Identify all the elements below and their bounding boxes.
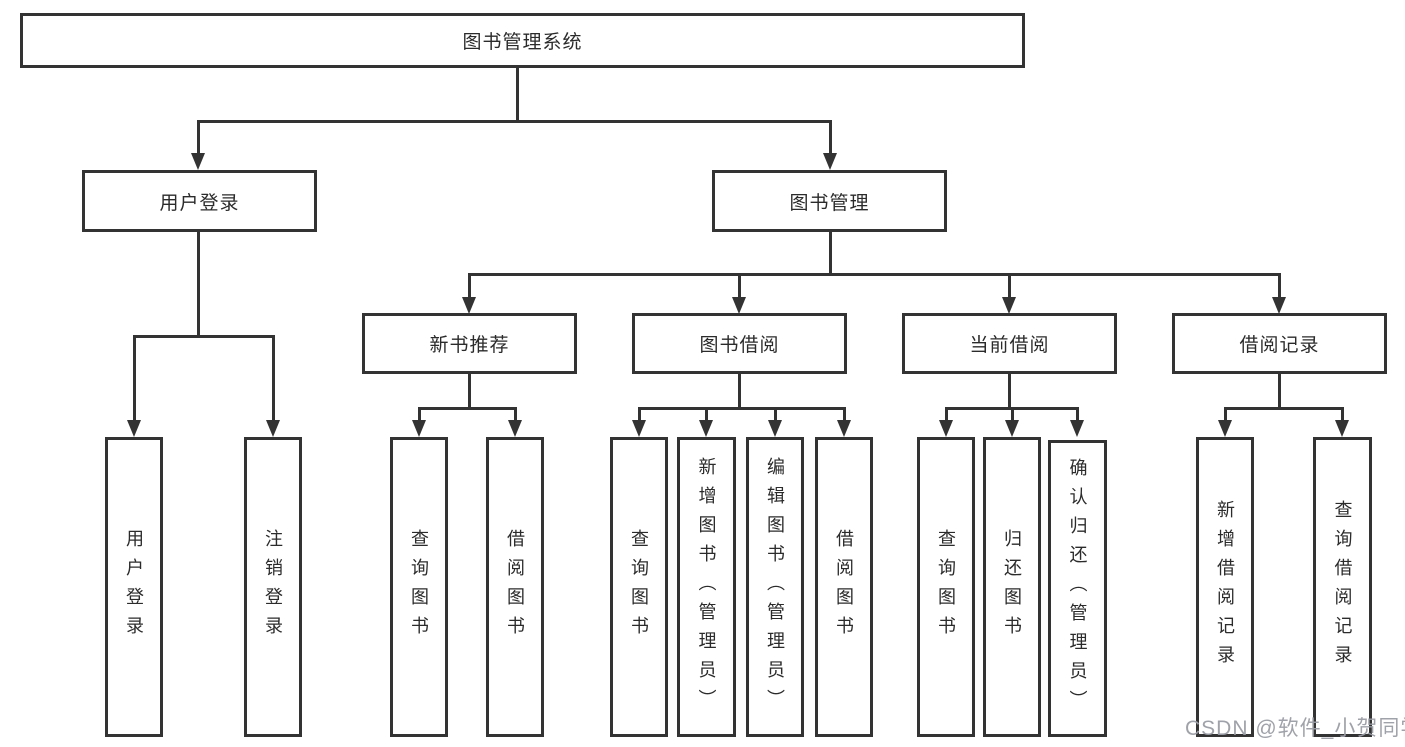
connector-line: [197, 230, 200, 338]
leaf-nb-search-label: 查询图书: [409, 529, 429, 645]
connector-line: [829, 230, 832, 276]
connector-line: [638, 407, 641, 424]
arrowhead-icon: [632, 420, 646, 437]
connector-line: [638, 407, 846, 410]
arrowhead-icon: [1005, 420, 1019, 437]
node-borrow-records-label: 借阅记录: [1239, 335, 1320, 356]
leaf-bb-edit-label: 编辑图书（管理员）: [765, 456, 785, 718]
connector-line: [1224, 407, 1227, 424]
connector-line: [514, 407, 517, 424]
arrowhead-icon: [462, 297, 476, 314]
connector-line: [1011, 407, 1014, 424]
leaf-br-search-label: 查询借阅记录: [1332, 500, 1353, 674]
connector-line: [945, 407, 948, 424]
arrowhead-icon: [732, 297, 746, 314]
leaf-bb-edit-box: 编辑图书（管理员）: [746, 437, 804, 737]
arrowhead-icon: [1218, 420, 1232, 437]
connector-line: [738, 372, 741, 410]
connector-line: [1278, 372, 1281, 410]
leaf-user-login-box: 用户登录: [105, 437, 163, 737]
connector-line: [197, 120, 200, 156]
node-user-login-box: 用户登录: [82, 170, 317, 232]
leaf-br-add-box: 新增借阅记录: [1196, 437, 1254, 737]
leaf-nb-borrow-box: 借阅图书: [486, 437, 544, 737]
leaf-bb-borrow-box: 借阅图书: [815, 437, 873, 737]
node-book-mgmt-box: 图书管理: [712, 170, 947, 232]
node-new-books-box: 新书推荐: [362, 313, 577, 374]
connector-line: [468, 273, 471, 300]
leaf-nb-search-box: 查询图书: [390, 437, 448, 737]
connector-line: [272, 335, 275, 424]
leaf-cb-confirm-label: 确认归还（管理员）: [1067, 458, 1088, 719]
node-borrow-records-box: 借阅记录: [1172, 313, 1387, 374]
leaf-cb-return-label: 归还图书: [1002, 529, 1022, 645]
leaf-logout-label: 注销登录: [263, 529, 283, 645]
connector-line: [133, 335, 275, 338]
leaf-bb-add-box: 新增图书（管理员）: [677, 437, 736, 737]
connector-line: [468, 372, 471, 410]
connector-line: [197, 120, 832, 123]
arrowhead-icon: [1002, 297, 1016, 314]
arrowhead-icon: [1272, 297, 1286, 314]
connector-line: [738, 273, 741, 300]
leaf-bb-borrow-label: 借阅图书: [834, 529, 854, 645]
arrowhead-icon: [412, 420, 426, 437]
connector-line: [133, 335, 136, 424]
leaf-br-add-label: 新增借阅记录: [1215, 500, 1235, 674]
leaf-bb-search-label: 查询图书: [629, 529, 649, 645]
leaf-cb-search-label: 查询图书: [936, 529, 956, 645]
arrowhead-icon: [768, 420, 782, 437]
leaf-logout-box: 注销登录: [244, 437, 302, 737]
connector-line: [829, 120, 832, 156]
node-current-borrow-label: 当前借阅: [969, 335, 1050, 356]
leaf-bb-search-box: 查询图书: [610, 437, 668, 737]
node-user-login-label: 用户登录: [159, 192, 240, 214]
arrowhead-icon: [837, 420, 851, 437]
leaf-bb-add-label: 新增图书（管理员）: [696, 456, 717, 718]
connector-line: [1341, 407, 1344, 424]
connector-line: [774, 407, 777, 424]
leaf-br-search-box: 查询借阅记录: [1313, 437, 1372, 737]
arrowhead-icon: [699, 420, 713, 437]
connector-line: [1008, 372, 1011, 410]
arrowhead-icon: [127, 420, 141, 437]
node-book-mgmt-label: 图书管理: [789, 192, 870, 214]
arrowhead-icon: [1070, 420, 1084, 437]
arrowhead-icon: [939, 420, 953, 437]
arrowhead-icon: [508, 420, 522, 437]
arrowhead-icon: [266, 420, 280, 437]
connector-line: [843, 407, 846, 424]
leaf-cb-confirm-box: 确认归还（管理员）: [1048, 440, 1107, 737]
leaf-cb-search-box: 查询图书: [917, 437, 975, 737]
connector-line: [1278, 273, 1281, 300]
leaf-nb-borrow-label: 借阅图书: [505, 529, 525, 645]
arrowhead-icon: [1335, 420, 1349, 437]
node-book-borrow-label: 图书借阅: [699, 335, 780, 356]
connector-line: [418, 407, 421, 424]
connector-line: [468, 273, 1281, 276]
node-root-label: 图书管理系统: [462, 32, 583, 53]
node-root-box: 图书管理系统: [20, 13, 1025, 68]
node-book-borrow-box: 图书借阅: [632, 313, 847, 374]
connector-line: [1076, 407, 1079, 424]
connector-line: [1008, 273, 1011, 300]
connector-line: [705, 407, 708, 424]
arrowhead-icon: [191, 153, 205, 170]
node-new-books-label: 新书推荐: [429, 335, 510, 356]
connector-line: [1224, 407, 1344, 410]
leaf-user-login-label: 用户登录: [124, 529, 144, 645]
connector-line: [418, 407, 517, 410]
node-current-borrow-box: 当前借阅: [902, 313, 1117, 374]
connector-line: [516, 66, 519, 123]
watermark: CSDN @软件_小贺同学: [1185, 717, 1405, 740]
arrowhead-icon: [823, 153, 837, 170]
leaf-cb-return-box: 归还图书: [983, 437, 1041, 737]
